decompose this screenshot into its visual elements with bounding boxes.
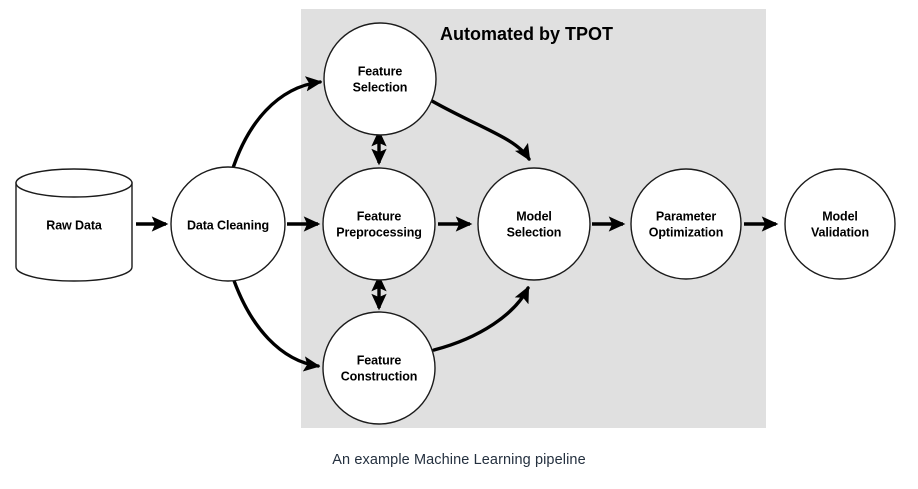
model-selection-label-line2: Selection <box>507 225 562 239</box>
node-feature-selection[interactable]: Feature Selection <box>323 22 437 136</box>
feature-selection-circle <box>323 22 437 136</box>
edge-feature-selection-to-model-selection <box>430 99 531 162</box>
feature-construction-label-line2: Construction <box>341 369 418 383</box>
parameter-optimization-circle <box>630 168 742 280</box>
data-cleaning-circle <box>170 166 286 282</box>
node-raw-data[interactable]: Raw Data <box>15 168 133 282</box>
figure-caption: An example Machine Learning pipeline <box>332 452 586 468</box>
feature-construction-circle <box>322 311 436 425</box>
feature-preprocessing-label-line2: Preprocessing <box>336 225 422 239</box>
model-selection-label-line1: Model <box>516 209 552 223</box>
node-model-selection[interactable]: Model Selection <box>477 167 591 281</box>
parameter-optimization-label-line1: Parameter <box>656 209 716 223</box>
raw-data-cylinder-top <box>15 168 133 198</box>
parameter-optimization-label-line2: Optimization <box>649 225 724 239</box>
model-validation-circle <box>784 168 896 280</box>
edge-feature-construction-to-model-selection <box>432 285 530 352</box>
edge-data-cleaning-to-feature-construction <box>229 270 321 372</box>
model-validation-label-line1: Model <box>822 209 858 223</box>
feature-selection-label-line1: Feature <box>358 64 403 78</box>
raw-data-label: Raw Data <box>46 218 103 232</box>
node-data-cleaning[interactable]: Data Cleaning <box>170 166 286 282</box>
node-parameter-optimization[interactable]: Parameter Optimization <box>630 168 742 280</box>
node-model-validation[interactable]: Model Validation <box>784 168 896 280</box>
model-validation-label-line2: Validation <box>811 225 869 239</box>
feature-preprocessing-label-line1: Feature <box>357 209 402 223</box>
feature-construction-label-line1: Feature <box>357 353 402 367</box>
feature-preprocessing-circle <box>322 167 436 281</box>
model-selection-circle <box>477 167 591 281</box>
raw-data-cylinder-body <box>15 182 133 282</box>
node-feature-preprocessing[interactable]: Feature Preprocessing <box>322 167 436 281</box>
feature-selection-label-line2: Selection <box>353 80 408 94</box>
data-cleaning-label: Data Cleaning <box>187 218 269 232</box>
automated-by-tpot-label: Automated by TPOT <box>440 24 613 44</box>
edge-data-cleaning-to-feature-selection <box>227 76 323 183</box>
node-feature-construction[interactable]: Feature Construction <box>322 311 436 425</box>
